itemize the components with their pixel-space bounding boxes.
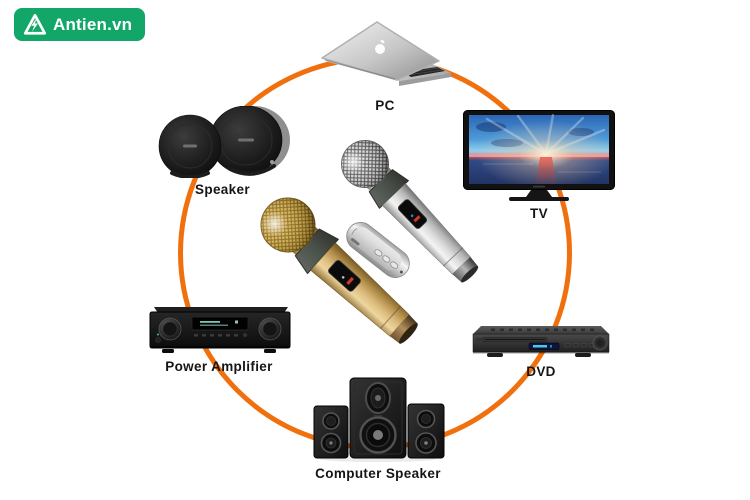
speaker-system-image xyxy=(313,377,445,462)
node-computer-speaker-label: Computer Speaker xyxy=(315,466,441,481)
dvd-player-image xyxy=(472,326,610,357)
silver-microphone xyxy=(341,140,479,283)
node-power-amplifier: Power Amplifier xyxy=(140,303,298,374)
av-receiver-image xyxy=(149,307,291,353)
node-dvd-label: DVD xyxy=(526,364,556,379)
node-computer-speaker: Computer Speaker xyxy=(308,374,448,481)
brand-name: Antien.vn xyxy=(53,14,133,34)
node-power-amplifier-label: Power Amplifier xyxy=(165,359,273,374)
node-speaker: Speaker xyxy=(150,106,295,197)
round-speakers-image xyxy=(158,106,290,178)
node-pc: PC xyxy=(315,20,455,113)
wireless-microphones-image xyxy=(260,140,479,344)
node-speaker-label: Speaker xyxy=(195,182,250,197)
laptop-image xyxy=(321,21,451,86)
lightning-a-icon xyxy=(23,13,47,35)
node-pc-label: PC xyxy=(375,98,395,113)
receiver-dongle xyxy=(346,222,410,278)
brand-logo: Antien.vn xyxy=(14,8,146,41)
node-tv: TV xyxy=(463,110,615,221)
node-dvd: DVD xyxy=(467,322,615,379)
tv-image xyxy=(463,110,615,201)
node-tv-label: TV xyxy=(530,206,548,221)
gold-microphone xyxy=(260,197,418,344)
